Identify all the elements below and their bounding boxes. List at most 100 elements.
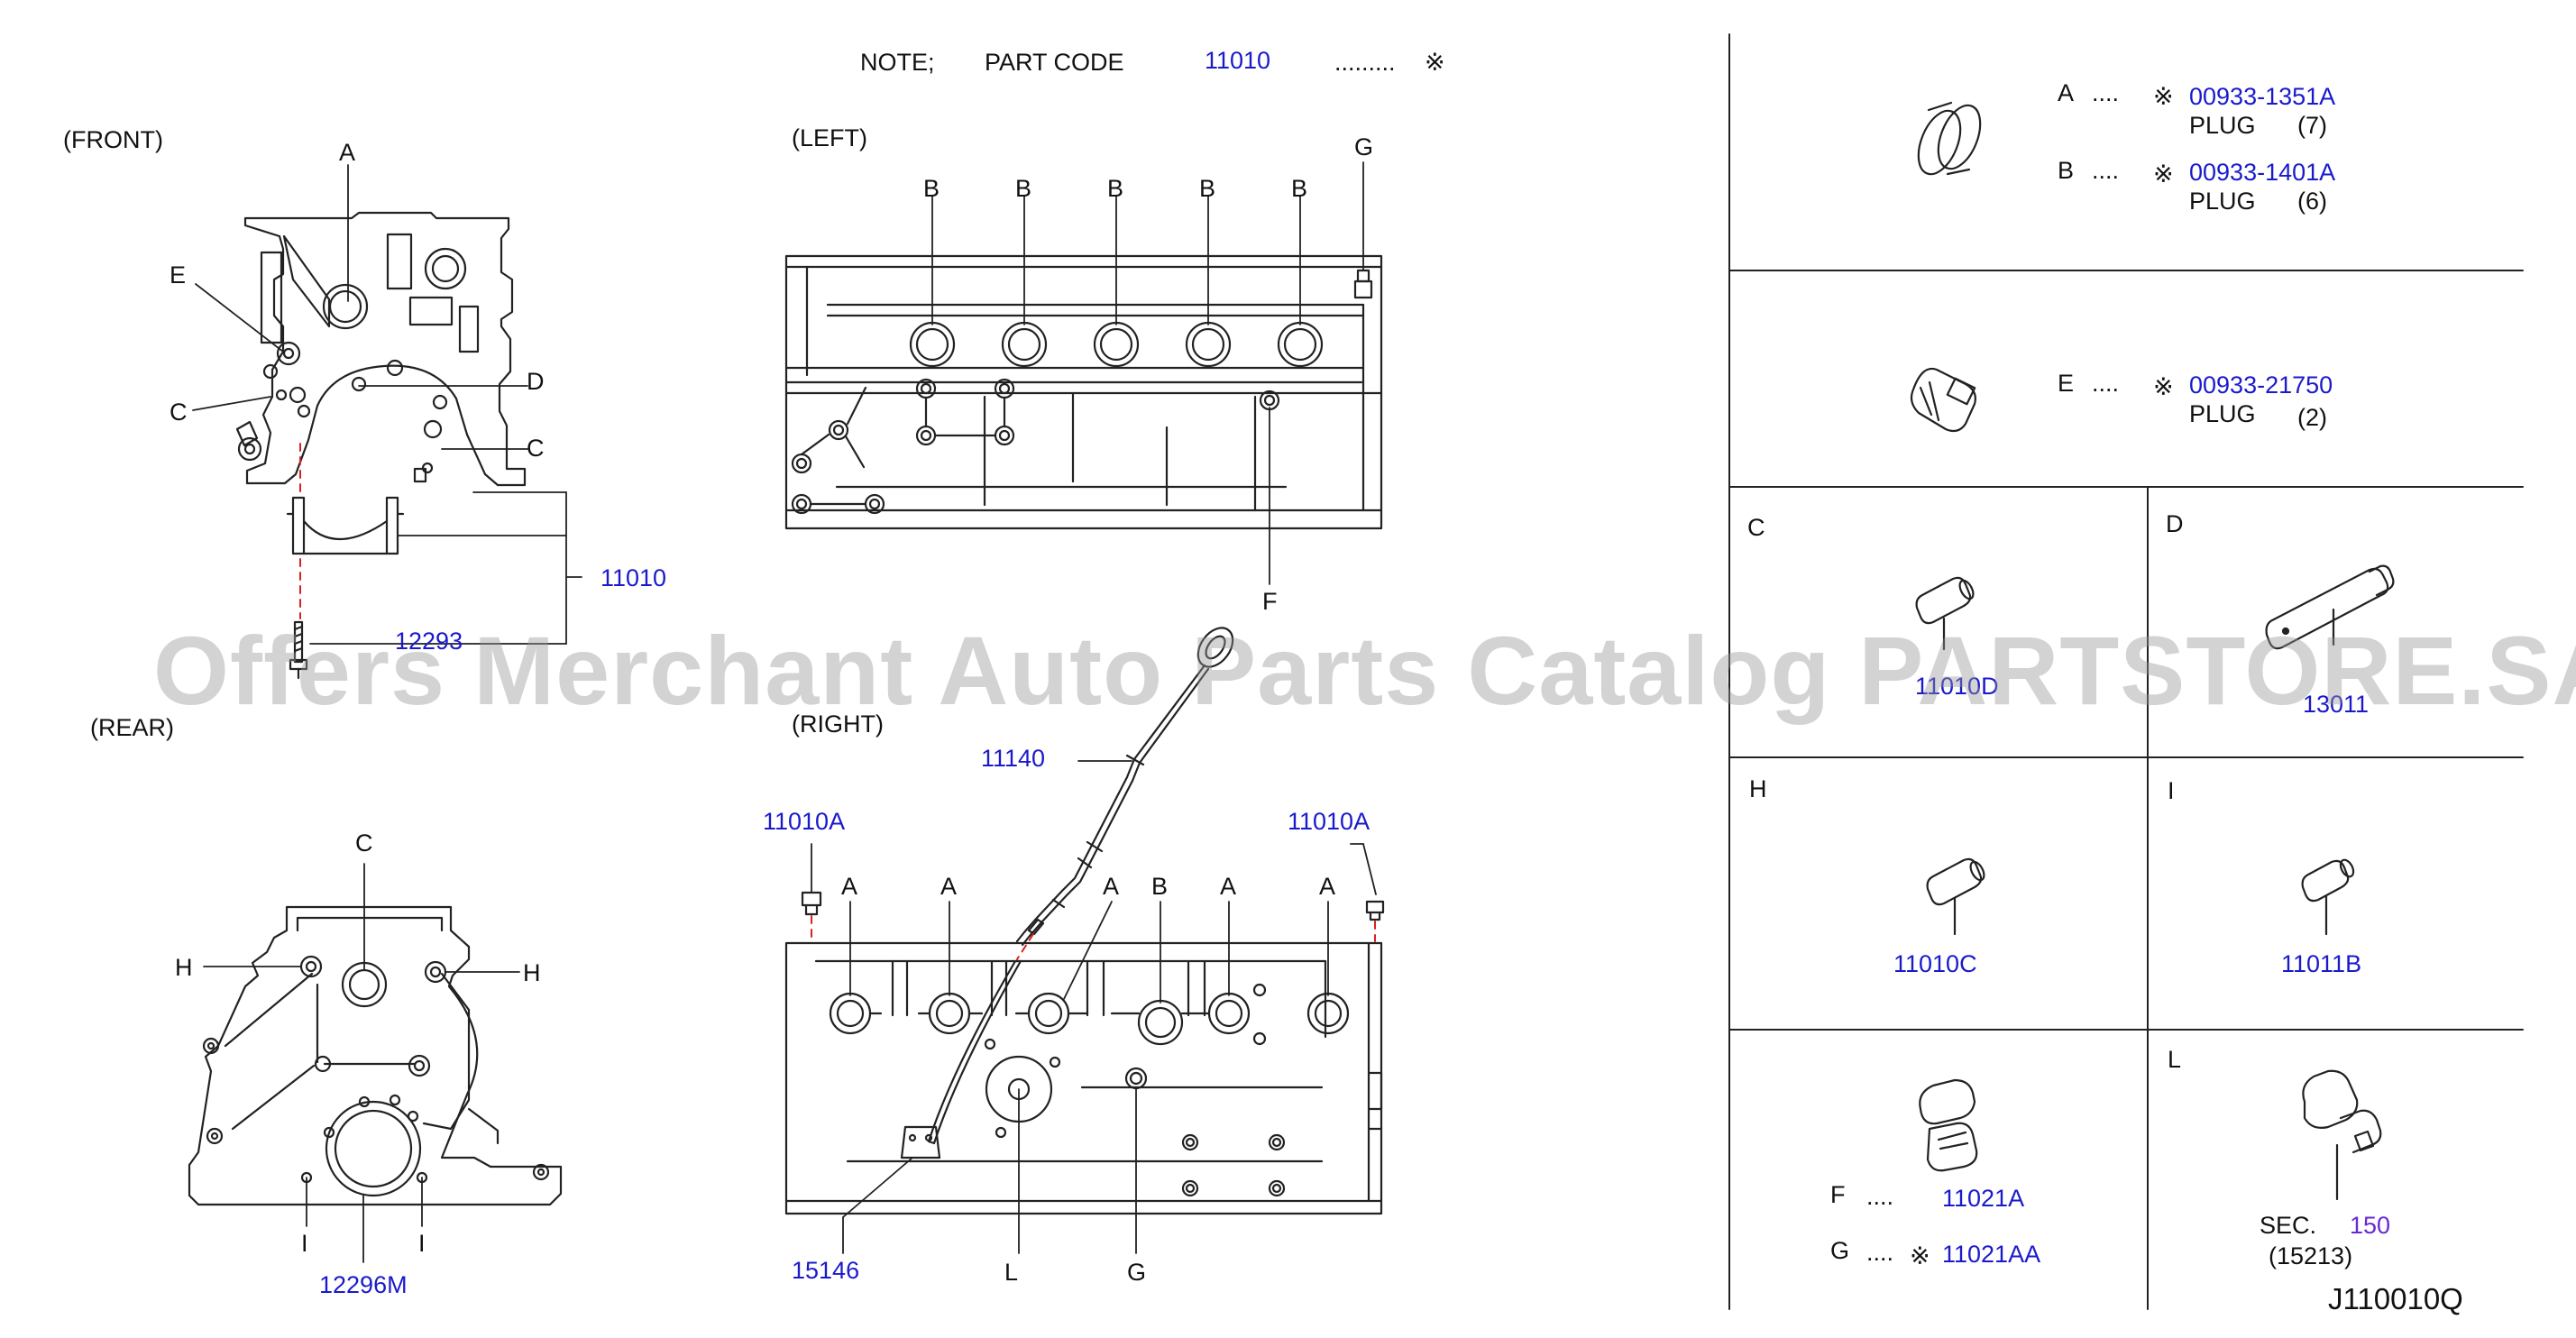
left-callout-b-4: B bbox=[1199, 175, 1216, 202]
note-part-code-label: PART CODE bbox=[985, 49, 1124, 76]
legend-dots-b: .... bbox=[2092, 157, 2120, 184]
rear-callout-i-right: I bbox=[418, 1230, 426, 1257]
rear-callout-h-left: H bbox=[175, 954, 193, 981]
watermark: Offers Merchant Auto Parts Catalog PARTS… bbox=[153, 616, 2576, 725]
left-callout-b-1: B bbox=[923, 175, 940, 202]
cell-letter-g: G bbox=[1830, 1237, 1850, 1264]
left-view-drawing bbox=[784, 254, 1383, 530]
part-link-11021aa[interactable]: 11021AA bbox=[1942, 1241, 2041, 1268]
pin-d-icon bbox=[2265, 564, 2395, 650]
legend-mark-a: ※ bbox=[2153, 83, 2174, 110]
legend-letter-e: E bbox=[2058, 370, 2075, 397]
part-link-00933-1401a[interactable]: 00933-1401A bbox=[2189, 159, 2336, 186]
front-callout-c-left: C bbox=[170, 399, 188, 426]
legend-dots-a: .... bbox=[2092, 79, 2120, 106]
cell-letter-h: H bbox=[1749, 775, 1767, 802]
right-callout-b: B bbox=[1151, 873, 1169, 900]
left-plug-row bbox=[909, 321, 1324, 368]
part-link-00933-1351a[interactable]: 00933-1351A bbox=[2189, 83, 2336, 110]
oil-pressure-switch-icon bbox=[2302, 1069, 2382, 1201]
front-view-drawing bbox=[235, 211, 527, 680]
legend-name-a: PLUG bbox=[2189, 112, 2256, 139]
rear-view-title: (REAR) bbox=[90, 714, 174, 741]
part-link-11011b[interactable]: 11011B bbox=[2281, 950, 2362, 977]
legend-mark-e: ※ bbox=[2153, 373, 2174, 400]
legend-qty-a: (7) bbox=[2297, 112, 2327, 139]
part-link-11010a-right[interactable]: 11010A bbox=[1288, 808, 1371, 835]
rear-callout-i-left: I bbox=[301, 1230, 308, 1257]
right-callout-a-5: A bbox=[1319, 873, 1336, 900]
part-link-15146[interactable]: 15146 bbox=[792, 1257, 860, 1284]
cell-letter-c: C bbox=[1747, 514, 1765, 541]
cell-dots-f: .... bbox=[1866, 1183, 1894, 1210]
cell-letter-f: F bbox=[1830, 1181, 1846, 1208]
dowel-pin-h-icon bbox=[1926, 857, 1985, 936]
part-link-11140[interactable]: 11140 bbox=[981, 745, 1046, 772]
part-link-00933-21750[interactable]: 00933-21750 bbox=[2189, 371, 2333, 399]
right-callout-a-1: A bbox=[841, 873, 858, 900]
rear-callout-c: C bbox=[355, 829, 373, 857]
cell-letter-d: D bbox=[2166, 510, 2184, 537]
part-link-11010c[interactable]: 11010C bbox=[1893, 950, 1977, 977]
left-callout-b-3: B bbox=[1107, 175, 1124, 202]
legend-letter-a: A bbox=[2058, 79, 2075, 106]
dowel-pin-i-icon bbox=[2301, 858, 2355, 936]
front-view-title: (FRONT) bbox=[63, 126, 163, 153]
legend-name-e: PLUG bbox=[2189, 400, 2256, 427]
part-link-13011[interactable]: 13011 bbox=[2303, 691, 2370, 718]
part-link-12296m[interactable]: 12296M bbox=[319, 1271, 408, 1298]
cup-plug-icon bbox=[1917, 101, 1982, 176]
note-part-code: 11010 bbox=[1205, 47, 1271, 74]
left-callout-b-2: B bbox=[1015, 175, 1032, 202]
legend-dots-e: .... bbox=[2092, 370, 2120, 397]
right-callout-a-3: A bbox=[1103, 873, 1120, 900]
front-callout-e: E bbox=[170, 261, 187, 289]
sec-label: SEC. bbox=[2260, 1212, 2317, 1239]
right-callout-a-4: A bbox=[1220, 873, 1237, 900]
legend-grid bbox=[1728, 33, 2524, 1310]
note-label: NOTE; bbox=[860, 49, 935, 76]
section-link-150[interactable]: 150 bbox=[2350, 1212, 2391, 1239]
rear-leaders bbox=[203, 863, 520, 1263]
diagram-code: J110010Q bbox=[2328, 1282, 2463, 1315]
part-link-11010d[interactable]: 11010D bbox=[1915, 673, 1999, 700]
left-leaders bbox=[931, 161, 1364, 585]
sec-ref: (15213) bbox=[2269, 1242, 2353, 1269]
drain-bolt-icon bbox=[1919, 1078, 1978, 1172]
rear-view-drawing bbox=[188, 905, 563, 1206]
cell-letter-i: I bbox=[2168, 777, 2175, 804]
part-link-12293[interactable]: 12293 bbox=[395, 628, 463, 655]
left-callout-g: G bbox=[1354, 133, 1374, 160]
right-callout-l: L bbox=[1004, 1259, 1019, 1286]
cell-mark-g: ※ bbox=[1910, 1242, 1930, 1269]
left-callout-b-5: B bbox=[1291, 175, 1308, 202]
right-view-drawing bbox=[784, 627, 1385, 1215]
right-leaders bbox=[811, 760, 1377, 1254]
threaded-plug-icon bbox=[1910, 367, 1976, 433]
part-link-11010[interactable]: 11010 bbox=[600, 564, 667, 591]
front-callout-a: A bbox=[339, 139, 356, 166]
legend-name-b: PLUG bbox=[2189, 188, 2256, 215]
legend-qty-b: (6) bbox=[2297, 188, 2327, 215]
right-view-title: (RIGHT) bbox=[792, 710, 884, 738]
legend-mark-b: ※ bbox=[2153, 160, 2174, 188]
front-leaders bbox=[192, 164, 582, 645]
left-callout-f: F bbox=[1262, 588, 1278, 615]
cell-letter-l: L bbox=[2168, 1046, 2182, 1073]
right-dash-leaders bbox=[811, 915, 1376, 960]
cell-dots-g: .... bbox=[1866, 1239, 1894, 1266]
note-mark: ※ bbox=[1425, 49, 1445, 76]
part-link-11010a-left[interactable]: 11010A bbox=[763, 808, 846, 835]
right-callout-a-2: A bbox=[940, 873, 958, 900]
part-link-11021a[interactable]: 11021A bbox=[1942, 1185, 2025, 1212]
rear-callout-h-right: H bbox=[523, 959, 541, 986]
legend-qty-e: (2) bbox=[2297, 404, 2327, 431]
front-callout-d: D bbox=[527, 368, 545, 395]
legend-letter-b: B bbox=[2058, 157, 2075, 184]
right-callout-g: G bbox=[1127, 1259, 1147, 1286]
dowel-pin-c-icon bbox=[1915, 576, 1975, 651]
left-view-title: (LEFT) bbox=[792, 124, 867, 151]
front-callout-c-right: C bbox=[527, 435, 545, 462]
